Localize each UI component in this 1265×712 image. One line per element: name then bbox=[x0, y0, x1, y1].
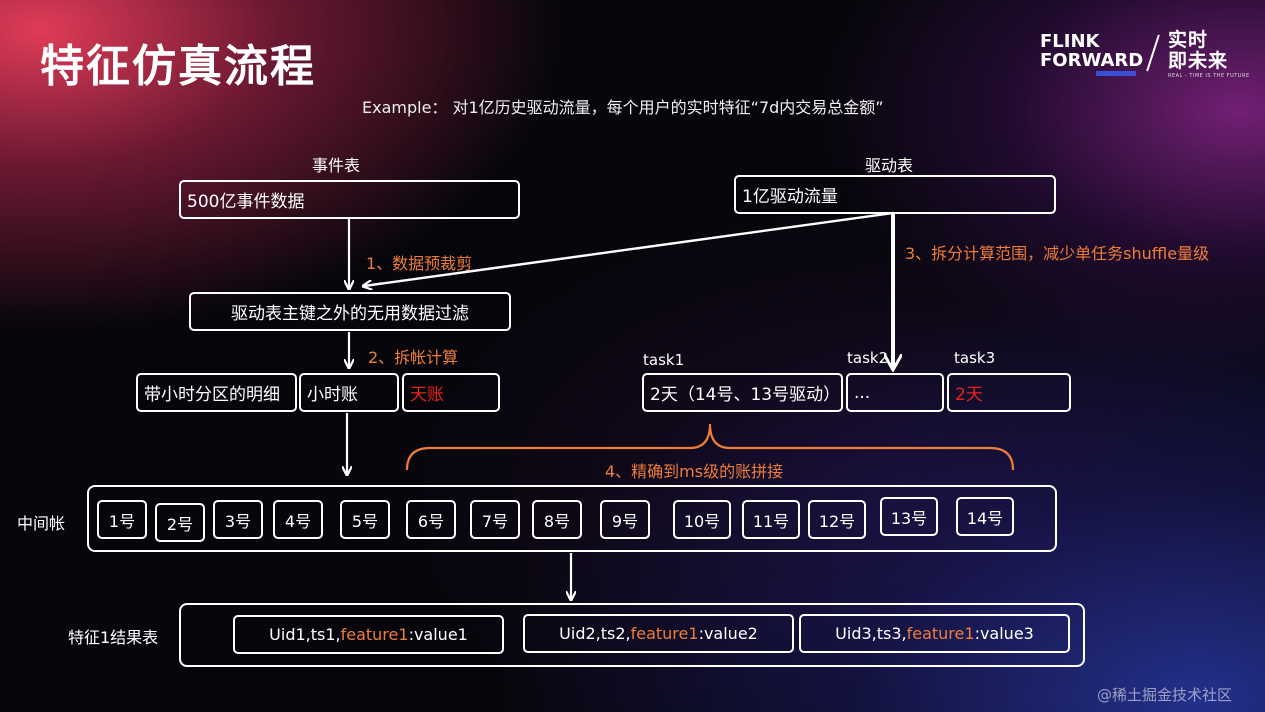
day-cell: 7号 bbox=[470, 500, 520, 539]
watermark: @稀土掘金技术社区 bbox=[1097, 686, 1233, 704]
day-cell: 9号 bbox=[600, 500, 650, 539]
step4-label: 4、精确到ms级的账拼接 bbox=[605, 462, 784, 481]
task1-box: 2天（14号、13号驱动） bbox=[642, 373, 843, 412]
day-cell: 12号 bbox=[808, 500, 866, 539]
arrow-driver-to-filter bbox=[364, 211, 894, 286]
result-table-container bbox=[179, 603, 1085, 667]
logo-tagline: REAL - TIME IS THE FUTURE bbox=[1168, 73, 1250, 79]
page-title: 特征仿真流程 bbox=[40, 41, 316, 92]
step3-label: 3、拆分计算范围，减少单任务shuffle量级 bbox=[905, 244, 1210, 263]
orange-brace bbox=[405, 423, 1015, 471]
middle-ledger-container bbox=[87, 485, 1057, 552]
example-caption: Example： 对1亿历史驱动流量，每个用户的实时特征“7d内交易总金额” bbox=[362, 98, 884, 117]
logo-cn-text: 实时即未来 bbox=[1168, 29, 1229, 72]
driver-traffic-box: 1亿驱动流量 bbox=[734, 175, 1056, 214]
day-cell: 6号 bbox=[406, 500, 456, 539]
result-table-label: 特征1结果表 bbox=[68, 628, 159, 647]
day-cell: 14号 bbox=[956, 497, 1014, 536]
task1-label: task1 bbox=[643, 351, 685, 369]
task2-label: task2 bbox=[847, 349, 889, 367]
task3-label: task3 bbox=[954, 349, 996, 367]
day-cell: 8号 bbox=[532, 500, 582, 539]
day-cell: 10号 bbox=[673, 500, 731, 539]
filter-box: 驱动表主键之外的无用数据过滤 bbox=[189, 292, 511, 331]
step1-label: 1、数据预裁剪 bbox=[366, 254, 473, 273]
daily-ledger-box: 天账 bbox=[402, 373, 500, 412]
day-cell: 5号 bbox=[340, 500, 390, 539]
middle-ledger-label: 中间帐 bbox=[17, 514, 66, 533]
event-data-box: 500亿事件数据 bbox=[179, 180, 520, 219]
task2-box: ... bbox=[846, 373, 944, 412]
day-cell: 4号 bbox=[273, 500, 323, 539]
day-cell: 11号 bbox=[742, 500, 800, 539]
result-row: Uid3,ts3,feature1:value3 bbox=[799, 614, 1070, 653]
step2-label: 2、拆帐计算 bbox=[368, 348, 459, 367]
event-table-label: 事件表 bbox=[312, 156, 361, 175]
driver-table-label: 驱动表 bbox=[865, 156, 914, 175]
task3-box: 2天 bbox=[947, 373, 1071, 412]
hourly-detail-box: 带小时分区的明细 bbox=[136, 373, 297, 412]
logo-badge bbox=[1096, 71, 1136, 76]
day-cell: 1号 bbox=[97, 500, 147, 539]
hourly-ledger-box: 小时账 bbox=[299, 373, 399, 412]
day-cell: 2号 bbox=[155, 503, 205, 542]
day-cell: 13号 bbox=[880, 497, 938, 536]
result-row: Uid1,ts1,feature1:value1 bbox=[233, 615, 504, 654]
result-row: Uid2,ts2,feature1:value2 bbox=[523, 614, 794, 653]
day-cell: 3号 bbox=[213, 500, 263, 539]
